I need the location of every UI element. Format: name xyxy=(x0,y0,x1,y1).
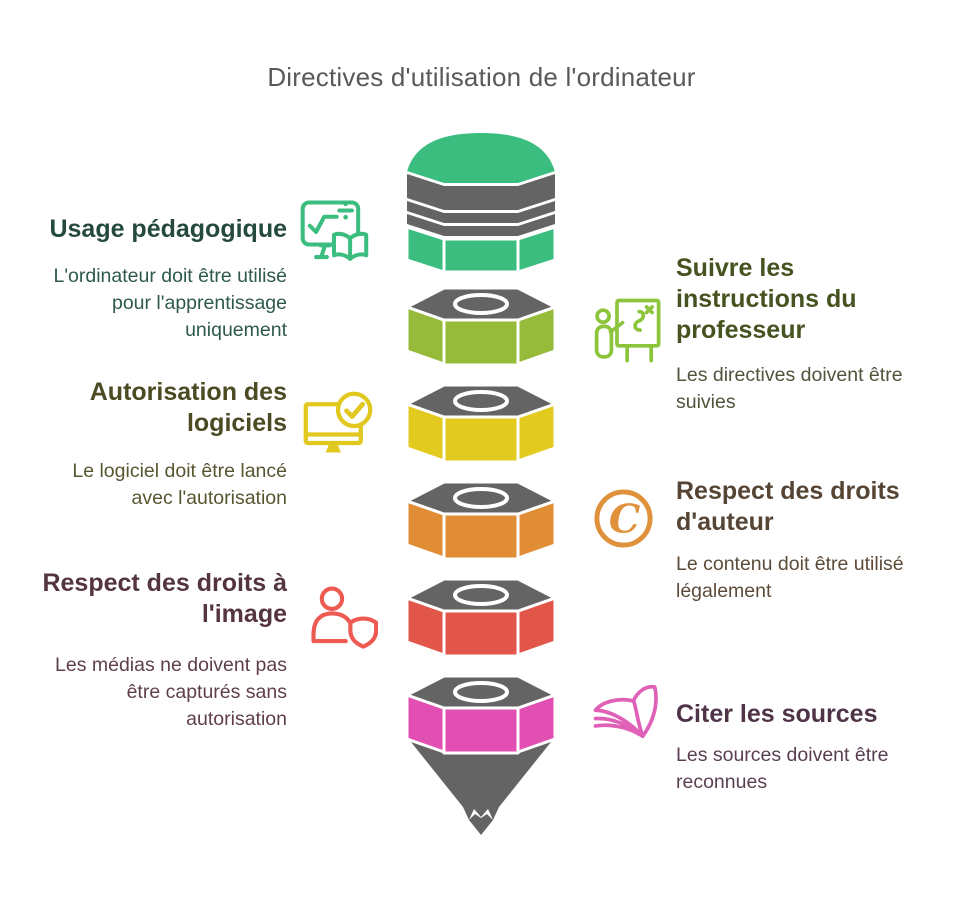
item-body: Les sources doivent être reconnues xyxy=(676,744,889,793)
item-heading: Suivre les instructions du professeur xyxy=(676,254,857,344)
pencil-ferrule-band xyxy=(407,201,555,223)
item-body: Les directives doivent être suivies xyxy=(676,364,903,413)
monitor-check-icon xyxy=(302,390,374,462)
copyright-icon: C xyxy=(592,487,655,550)
pencil-funnel-graphic xyxy=(407,133,555,835)
item-heading: Respect des droits à l'image xyxy=(42,569,287,628)
pencil-ferrule-band xyxy=(407,174,555,210)
item-body: Le logiciel doit être lancé avec l'autor… xyxy=(72,460,287,509)
pages-icon xyxy=(590,677,664,749)
svg-text:C: C xyxy=(609,496,640,542)
item-heading: Citer les sources xyxy=(676,700,878,728)
funnel-segment-2 xyxy=(407,286,555,367)
funnel-segment-4 xyxy=(407,480,555,561)
funnel-segment-1 xyxy=(407,225,555,274)
item-body: L'ordinateur doit être utilisé pour l'ap… xyxy=(53,265,287,341)
pencil-eraser xyxy=(407,133,555,183)
pencil-tip-point xyxy=(469,814,493,835)
item-body: Le contenu doit être utilisé légalement xyxy=(676,553,904,602)
pencil-ferrule-band xyxy=(407,214,555,236)
item-heading: Usage pédagogique xyxy=(49,215,287,243)
funnel-segment-6 xyxy=(407,674,555,755)
education-monitor-icon xyxy=(298,198,370,266)
item-body: Les médias ne doivent pas être capturés … xyxy=(55,654,287,730)
funnel-segment-5 xyxy=(407,577,555,658)
page-title: Directives d'utilisation de l'ordinateur xyxy=(267,62,696,92)
person-shield-icon xyxy=(308,584,378,654)
teacher-board-icon xyxy=(592,295,666,367)
item-heading: Autorisation des logiciels xyxy=(89,378,287,437)
item-heading: Respect des droits d'auteur xyxy=(676,477,900,536)
pencil-tip-cone xyxy=(411,742,551,820)
funnel-segment-3 xyxy=(407,383,555,464)
